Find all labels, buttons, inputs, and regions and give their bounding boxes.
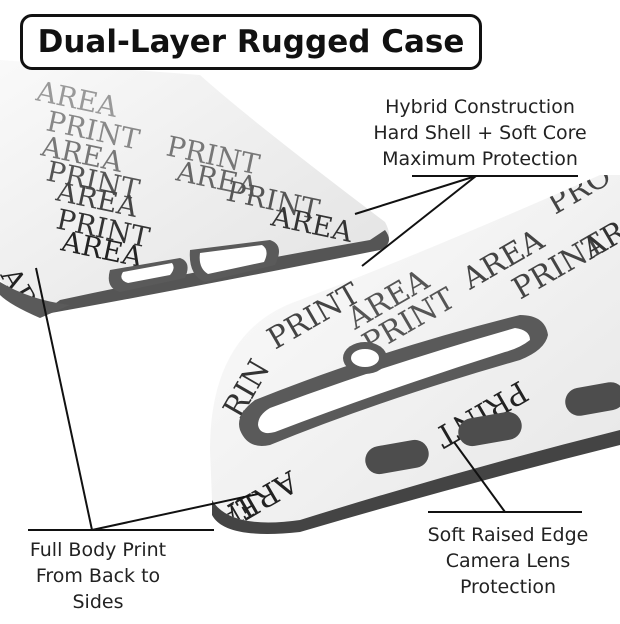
upper-case-body: AREA PRINT AREA PRINT PRINT AREA AREA PR… [0,50,389,318]
callout-line: Hybrid Construction [385,96,575,118]
callout-line: Protection [459,576,557,598]
callout-leader-lines [28,175,582,531]
callout-soft-raised-edge: Soft Raised Edge Camera Lens Protection [400,522,616,600]
title-banner: Dual-Layer Rugged Case [20,14,482,70]
lower-case-body: AREA PRINT AREA PRINT PRO AR PRINT RIN P… [210,175,620,534]
callout-full-body-print: Full Body Print From Back to Sides [6,537,190,615]
page-title: Dual-Layer Rugged Case [37,24,465,60]
callout-line: Maximum Protection [382,148,578,170]
upper-port-cutouts [108,240,279,292]
callout-line: Hard Shell + Soft Core [373,122,587,144]
callout-line: From Back to [35,565,161,587]
side-buttons [365,382,620,475]
callout-line: Camera Lens [445,550,571,572]
callout-hybrid-construction: Hybrid Construction Hard Shell + Soft Co… [360,94,600,172]
callout-line: Sides [72,591,124,613]
callout-line: Full Body Print [29,539,167,561]
callout-line: Soft Raised Edge [427,524,589,546]
